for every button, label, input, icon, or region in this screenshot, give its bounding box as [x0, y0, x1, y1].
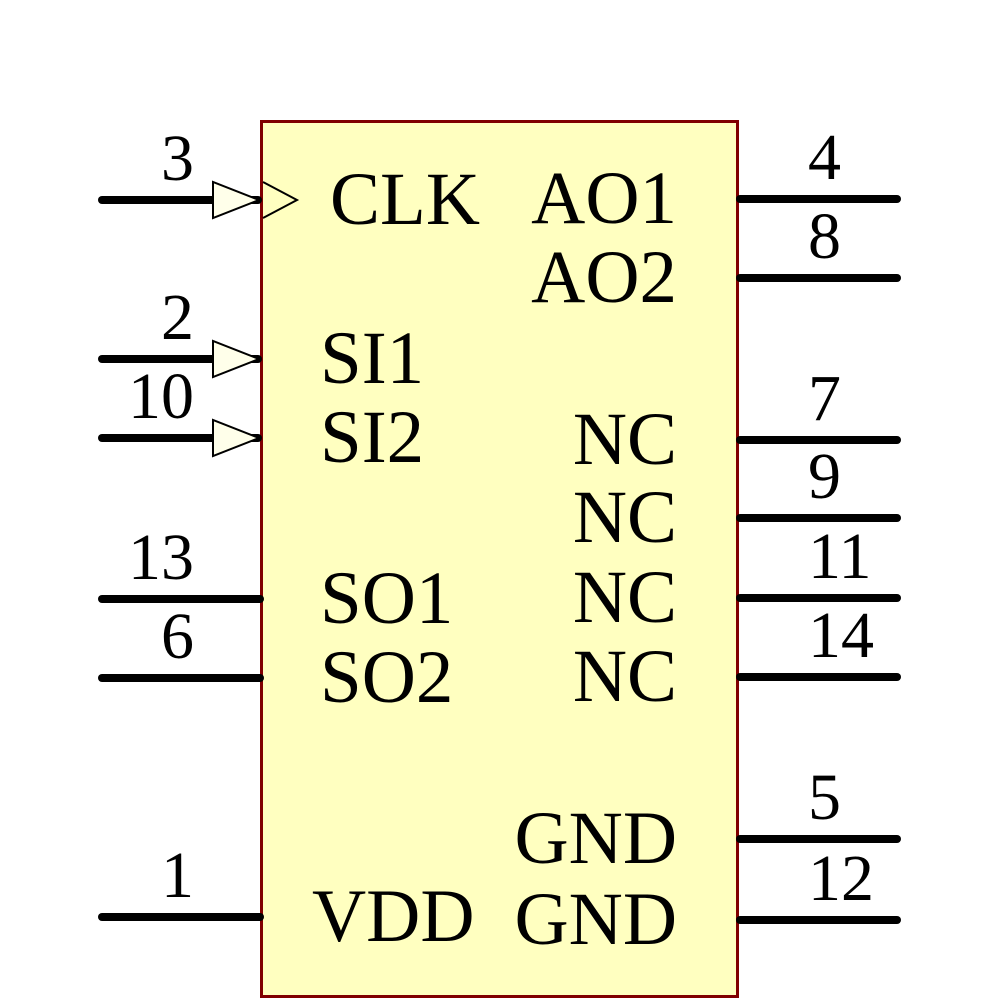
input-arrow-icon [212, 418, 261, 458]
pin-wire-6 [98, 674, 264, 682]
pin-number-2: 2 [161, 281, 194, 354]
pin-wire-2 [98, 355, 262, 363]
pin-wire-3 [98, 196, 262, 204]
pin-number-11: 11 [808, 520, 872, 593]
input-arrow-icon [212, 180, 261, 220]
pin-label-gnd-5: GND [514, 797, 678, 880]
pin-number-6: 6 [161, 600, 194, 673]
pin-wire-10 [98, 434, 262, 442]
pin-number-13: 13 [128, 521, 194, 594]
pin-number-10: 10 [128, 360, 194, 433]
pin-label-vdd: VDD [312, 875, 475, 958]
pin-wire-13 [98, 595, 264, 603]
pin-label-si2: SI2 [320, 396, 425, 479]
pin-wire-1 [98, 913, 264, 921]
pin-number-9: 9 [808, 440, 841, 513]
pin-label-so2: SO2 [320, 636, 454, 719]
pin-wire-14 [736, 673, 901, 681]
pin-label-nc-14: NC [572, 635, 677, 718]
pin-label-si1: SI1 [320, 317, 425, 400]
clock-chevron-icon [262, 181, 300, 219]
pin-wire-7 [736, 436, 901, 444]
pin-wire-5 [736, 835, 901, 843]
pin-wire-11 [736, 594, 901, 602]
pin-wire-4 [736, 195, 901, 203]
pin-number-3: 3 [161, 122, 194, 195]
input-arrow-icon [212, 339, 261, 379]
pin-label-so1: SO1 [320, 557, 454, 640]
pin-number-4: 4 [808, 121, 841, 194]
pin-wire-9 [736, 514, 901, 522]
pin-wire-8 [736, 274, 901, 282]
pin-label-clk: CLK [330, 158, 480, 241]
pin-label-gnd-12: GND [514, 878, 678, 961]
pin-number-1: 1 [161, 839, 194, 912]
pin-label-nc-9: NC [572, 476, 677, 559]
pin-label-ao2: AO2 [531, 236, 677, 319]
ic-body [260, 120, 739, 998]
pin-label-nc-7: NC [572, 398, 677, 481]
pin-wire-12 [736, 916, 901, 924]
pin-label-nc-11: NC [572, 556, 677, 639]
pin-number-5: 5 [808, 761, 841, 834]
pin-label-ao1: AO1 [531, 157, 677, 240]
pin-number-7: 7 [808, 362, 841, 435]
pin-number-8: 8 [808, 200, 841, 273]
pin-number-14: 14 [808, 599, 874, 672]
pin-number-12: 12 [808, 842, 874, 915]
